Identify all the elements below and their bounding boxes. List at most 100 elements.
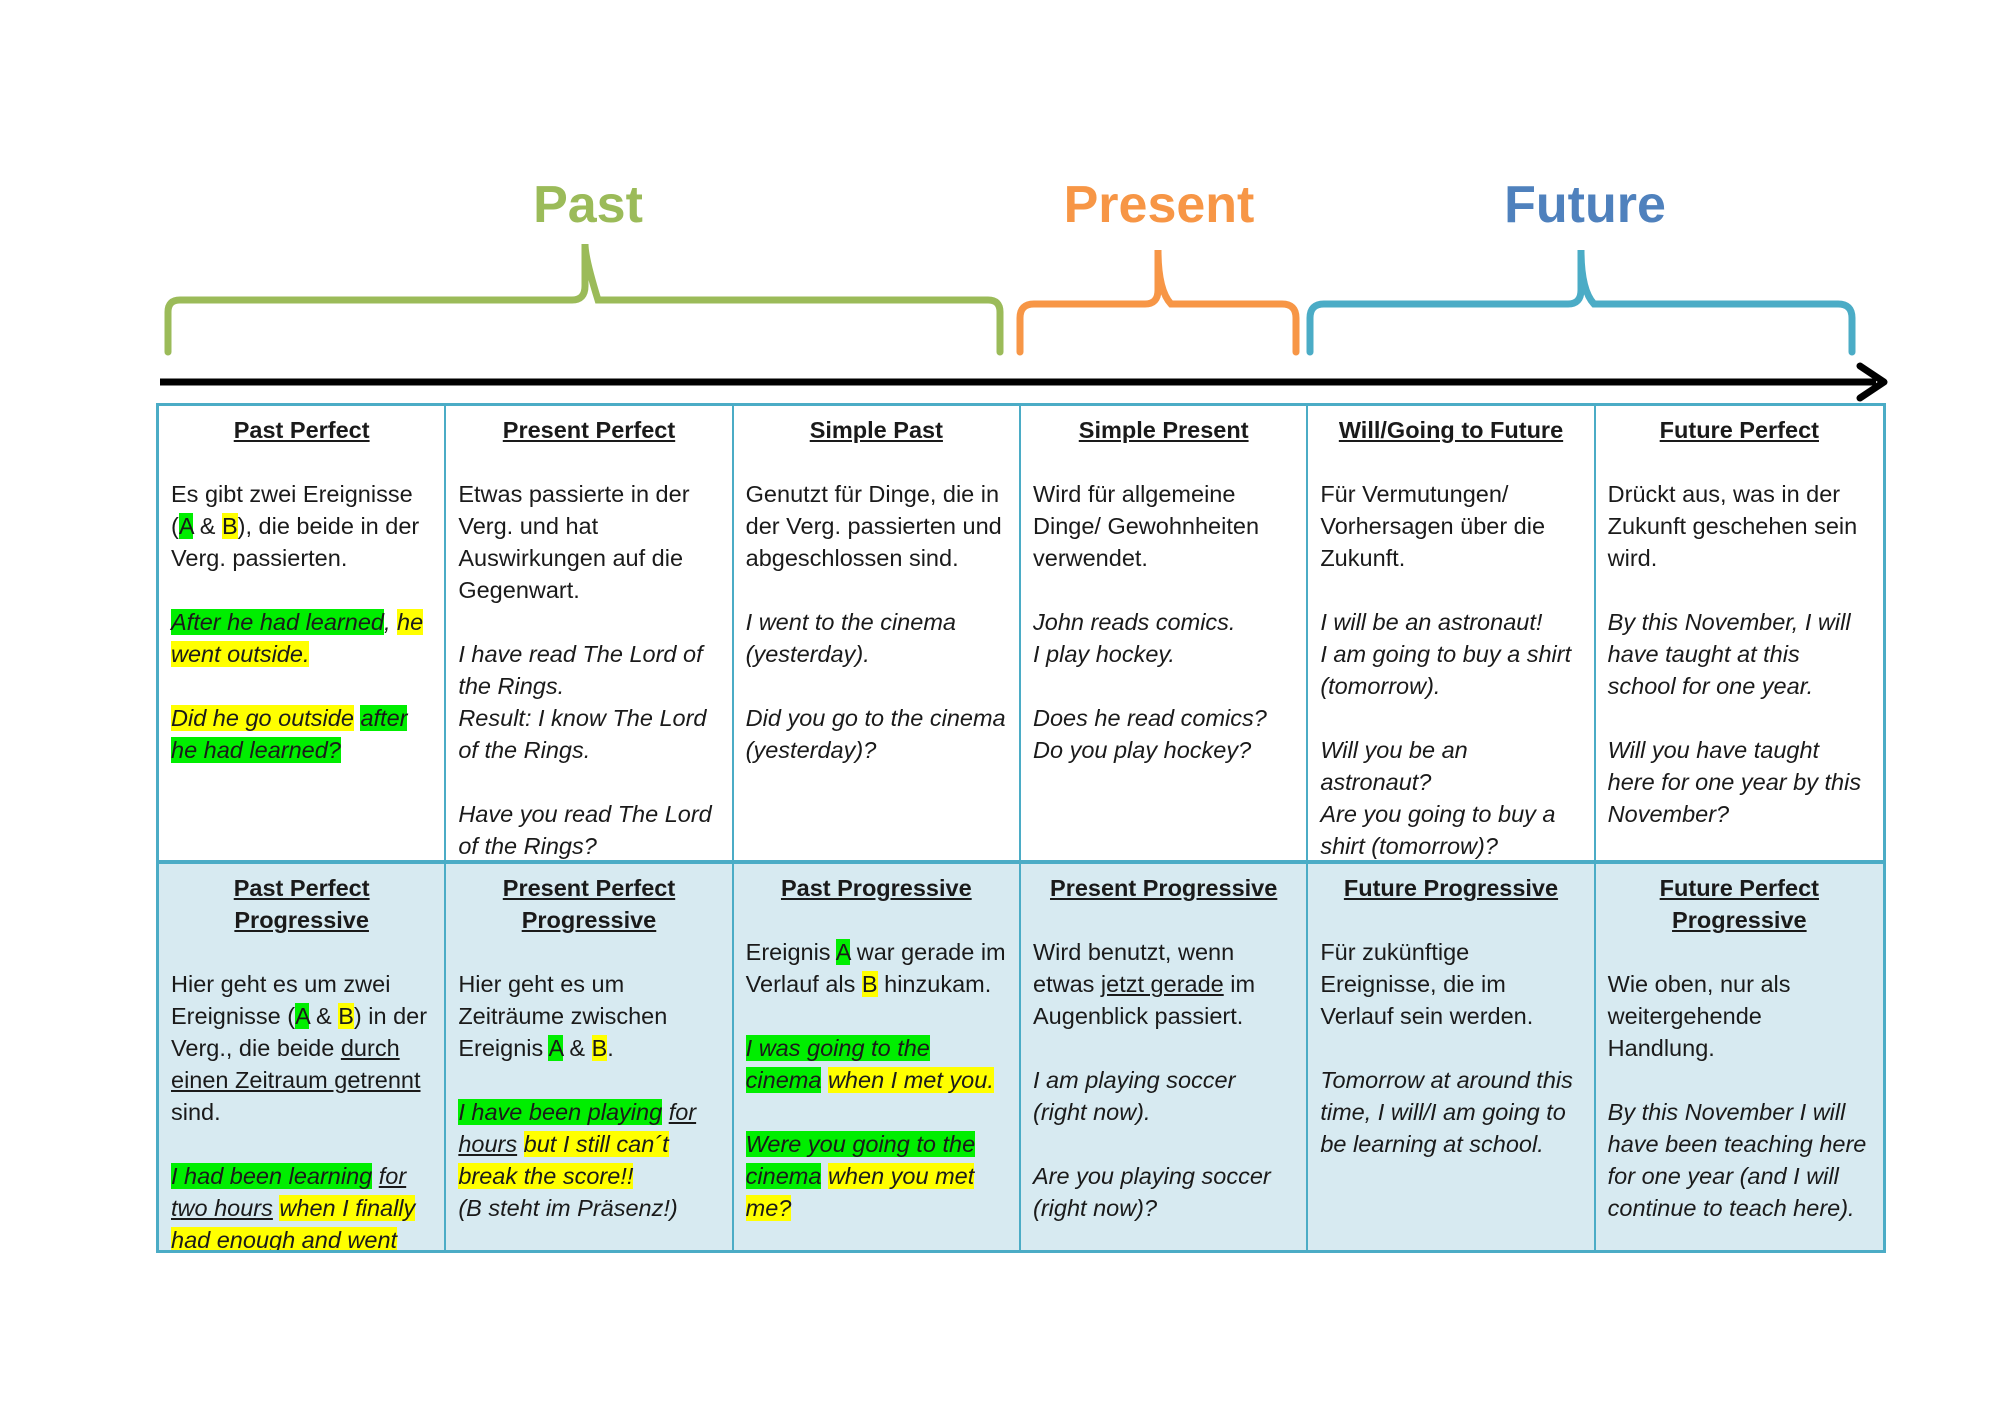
- text-segment: war gerade im Verlauf als: [745, 939, 1006, 997]
- text-segment: John reads comics.: [1033, 609, 1236, 635]
- tense-title: Present Perfect: [502, 417, 676, 443]
- example-line: Have you read The Lord of the Rings?: [458, 798, 719, 860]
- past-bracket: [164, 243, 1004, 356]
- highlight-yellow: Did he go outside: [171, 705, 354, 731]
- description-line: Genutzt für Dinge, die in der Verg. pass…: [746, 478, 1007, 574]
- example-line: By this November, I will have taught at …: [1608, 606, 1871, 702]
- tense-description: Für Vermutungen/ Vorhersagen über die Zu…: [1320, 478, 1581, 574]
- text-segment: Wird für allgemeine Dinge/ Gewohnheiten …: [1033, 481, 1260, 571]
- example-line: I have read The Lord of the Rings.: [458, 638, 719, 702]
- underlined-text: for two hours: [171, 1163, 407, 1221]
- tense-example: I had been learning for two hours when I…: [171, 1160, 432, 1250]
- text-segment: I am going to buy a shirt (tomorrow).: [1320, 641, 1572, 699]
- highlight-yellow: when I met you.: [827, 1067, 994, 1093]
- example-line: (B steht im Präsenz!): [458, 1192, 719, 1224]
- present-bracket: [1016, 249, 1300, 356]
- text-segment: im Augenblick passiert.: [1033, 971, 1256, 1029]
- example-line: Did you go to the cinema (yesterday)?: [746, 702, 1007, 766]
- text-segment: Did you go to the cinema (yesterday)?: [745, 705, 1006, 763]
- example-line: I had been learning for two hours when I…: [171, 1160, 432, 1250]
- text-segment: I went to the cinema (yesterday).: [745, 609, 956, 667]
- tense-title: Simple Past: [809, 417, 943, 443]
- highlight-green: After he had learned: [171, 609, 384, 635]
- example-line: I have been playing for hours but I stil…: [458, 1096, 719, 1192]
- tense-example: I was going to the cinema when I met you…: [745, 1032, 1007, 1096]
- tense-example: I have read The Lord of the Rings.Result…: [458, 638, 719, 766]
- highlight-yellow: B: [221, 513, 238, 539]
- description-line: Etwas passierte in der Verg. und hat Aus…: [458, 478, 719, 606]
- tense-description: Für zukünftige Ereignisse, die im Verlau…: [1320, 936, 1581, 1032]
- tense-example: After he had learned, he went outside.: [171, 606, 432, 670]
- text-segment: Genutzt für Dinge, die in der Verg. pass…: [745, 481, 1002, 571]
- text-segment: Will you be an astronaut?: [1320, 737, 1468, 795]
- tense-example: Did he go outside after he had learned?: [171, 702, 432, 766]
- text-segment: [517, 1131, 524, 1157]
- example-line: Does he read comics?: [1033, 702, 1294, 734]
- highlight-green: I had been learning: [171, 1163, 373, 1189]
- description-line: Hier geht es um Zeiträume zwischen Ereig…: [458, 968, 719, 1064]
- tense-example: By this November I will have been teachi…: [1608, 1096, 1871, 1224]
- text-segment: Are you playing soccer (right now)?: [1033, 1163, 1271, 1221]
- example-line: Were you going to the cinema when you me…: [745, 1128, 1007, 1224]
- text-segment: I will be an astronaut!: [1320, 609, 1543, 635]
- example-line: Are you going to buy a shirt (tomorrow)?: [1320, 798, 1581, 860]
- example-line: Do you play hockey?: [1033, 734, 1294, 766]
- example-line: I will be an astronaut!: [1320, 606, 1581, 638]
- text-segment: (B steht im Präsenz!): [458, 1195, 678, 1221]
- example-line: I went to the cinema (yesterday).: [746, 606, 1007, 670]
- era-label-past: Past: [533, 176, 643, 234]
- tense-example: Will you be an astronaut? Are you going t…: [1320, 734, 1581, 860]
- text-segment: &: [309, 1003, 339, 1029]
- example-line: I am playing soccer (right now).: [1033, 1064, 1294, 1128]
- description-line: Wird benutzt, wenn etwas jetzt gerade im…: [1033, 936, 1294, 1032]
- text-segment: ,: [383, 609, 398, 635]
- highlight-yellow: B: [861, 971, 878, 997]
- text-segment: Have you read The Lord of the Rings?: [458, 801, 712, 859]
- tense-title: Past Perfect Progressive: [233, 875, 370, 933]
- tense-title: Future Perfect: [1659, 417, 1819, 443]
- text-segment: Es gibt zwei Ereignisse (: [171, 481, 413, 539]
- tense-description: Ereignis A war gerade im Verlauf als B h…: [746, 936, 1007, 1000]
- text-segment: By this November I will have been teachi…: [1607, 1099, 1867, 1221]
- future-bracket: [1306, 249, 1856, 356]
- highlight-green: A: [178, 513, 194, 539]
- text-segment: Für zukünftige Ereignisse, die im Verlau…: [1320, 939, 1534, 1029]
- example-line: Will you have taught here for one year b…: [1608, 734, 1871, 830]
- tense-title: Present Perfect Progressive: [502, 875, 676, 933]
- description-line: Für zukünftige Ereignisse, die im Verlau…: [1320, 936, 1581, 1032]
- highlight-green: A: [835, 939, 851, 965]
- tense-example: Did you go to the cinema (yesterday)?: [746, 702, 1007, 766]
- tense-description: Wie oben, nur als weitergehende Handlung…: [1608, 968, 1871, 1064]
- highlight-yellow: B: [591, 1035, 608, 1061]
- text-segment: By this November, I will have taught at …: [1607, 609, 1851, 699]
- text-segment: Will you have taught here for one year b…: [1607, 737, 1862, 827]
- example-line: Result: I know The Lord of the Rings.: [458, 702, 719, 766]
- highlight-green: A: [295, 1003, 310, 1029]
- tense-example: I am playing soccer (right now).: [1033, 1064, 1294, 1128]
- text-segment: Are you going to buy a shirt (tomorrow)?: [1320, 801, 1556, 859]
- tense-description: Hier geht es um zwei Ereignisse (A & B) …: [171, 968, 432, 1128]
- text-segment: &: [562, 1035, 592, 1061]
- text-segment: Tomorrow at around this time, I will/I a…: [1320, 1067, 1573, 1157]
- tense-example: Were you going to the cinema when you me…: [745, 1128, 1007, 1224]
- text-segment: .: [607, 1035, 614, 1061]
- text-segment: I am playing soccer (right now).: [1033, 1067, 1236, 1125]
- tense-title: Future Perfect Progressive: [1659, 875, 1819, 933]
- text-segment: Ereignis: [745, 939, 836, 965]
- example-line: Tomorrow at around this time, I will/I a…: [1320, 1064, 1581, 1160]
- example-line: After he had learned, he went outside.: [171, 606, 432, 670]
- description-line: Hier geht es um zwei Ereignisse (A & B) …: [171, 968, 432, 1128]
- tense-example: Are you playing soccer (right now)?: [1033, 1160, 1294, 1224]
- era-label-future: Future: [1504, 176, 1666, 234]
- tense-title: Present Progressive: [1050, 875, 1278, 901]
- tense-description: Es gibt zwei Ereignisse (A & B), die bei…: [171, 478, 432, 574]
- text-segment: Result: I know The Lord of the Rings.: [458, 705, 707, 763]
